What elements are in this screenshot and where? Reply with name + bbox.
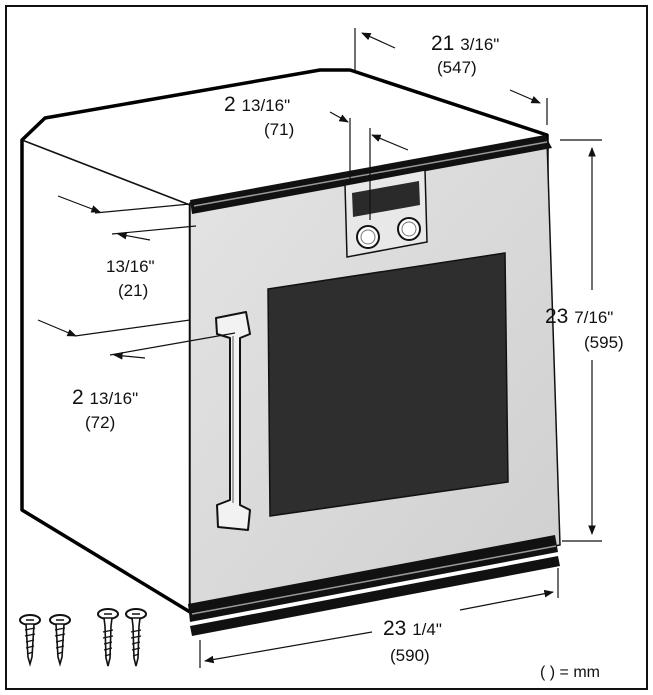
height-metric: (595) bbox=[584, 333, 624, 352]
door-offset-metric: (21) bbox=[118, 281, 148, 300]
height-imperial: 23 7/16" bbox=[545, 305, 613, 328]
width-dimension bbox=[199, 568, 559, 668]
control-knob-left bbox=[356, 225, 380, 249]
oven-door bbox=[188, 135, 561, 636]
depth-metric: (547) bbox=[437, 58, 477, 77]
screw-icon bbox=[49, 614, 71, 667]
handle-offset-dimension bbox=[37, 319, 236, 360]
handle-offset-metric: (72) bbox=[85, 413, 115, 432]
diagram-frame bbox=[5, 5, 648, 690]
panel-width-dimension bbox=[329, 111, 409, 220]
width-metric: (590) bbox=[390, 646, 430, 665]
display-screen bbox=[352, 181, 420, 217]
panel-width-imperial: 2 13/16" bbox=[224, 93, 290, 116]
handle-offset-imperial: 2 13/16" bbox=[72, 386, 138, 409]
wood-screw-icon bbox=[97, 608, 119, 667]
unit-note: ( ) = mm bbox=[540, 664, 600, 681]
screw-icon bbox=[19, 614, 41, 667]
door-offset-dimension bbox=[57, 195, 197, 241]
wood-screw-icon bbox=[125, 608, 147, 667]
control-knob-right bbox=[397, 217, 421, 241]
height-dimension bbox=[560, 139, 602, 542]
control-panel bbox=[344, 169, 428, 258]
depth-imperial: 21 3/16" bbox=[431, 32, 499, 55]
depth-dimension bbox=[354, 28, 548, 125]
door-offset-imperial: 13/16" bbox=[106, 257, 155, 276]
oven-window bbox=[267, 252, 509, 517]
door-handle bbox=[215, 311, 251, 531]
width-imperial: 23 1/4" bbox=[383, 617, 442, 640]
panel-width-metric: (71) bbox=[264, 120, 294, 139]
